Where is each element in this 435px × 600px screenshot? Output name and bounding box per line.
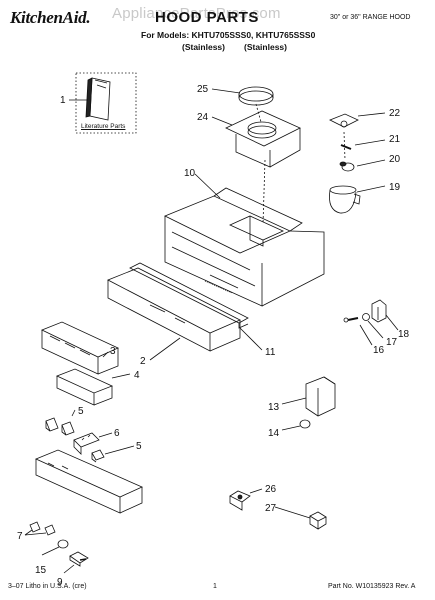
callout-label: 2	[140, 356, 146, 367]
screw-icon	[343, 317, 359, 323]
callout-label: 24	[197, 112, 209, 123]
range-note: 30" or 36" RANGE HOOD	[330, 14, 411, 21]
callout-label: 21	[389, 134, 401, 145]
socket-icon	[45, 417, 59, 432]
callout-label: 20	[389, 154, 401, 165]
switch-bracket-icon	[329, 113, 359, 128]
callout-label: 10	[184, 168, 196, 179]
callout-label: 9	[57, 577, 63, 588]
clip-icon	[29, 521, 41, 533]
bottom-panel-icon	[107, 267, 241, 352]
callout-label: 16	[373, 345, 385, 356]
variant-label-2: (Stainless)	[244, 42, 287, 52]
hood-body-icon	[164, 187, 325, 307]
trim-strip-icon	[129, 262, 249, 329]
watermark: AppliancePartsPros.com	[112, 5, 281, 22]
brand-logo: KitchenAid.	[10, 8, 91, 27]
switch-icon	[73, 432, 100, 455]
control-housing-icon	[34, 449, 143, 514]
callout-label: 4	[134, 370, 140, 381]
nut-icon	[299, 419, 311, 429]
callout-label: 17	[386, 337, 398, 348]
callout-label: 7	[17, 531, 23, 542]
screw-icon	[340, 144, 352, 150]
footer-page-number: 1	[213, 583, 217, 590]
callout-label: 25	[197, 84, 209, 95]
clamp-icon	[329, 185, 361, 214]
washer-icon	[362, 313, 370, 321]
clip-icon	[44, 524, 56, 536]
variant-label-1: (Stainless)	[182, 42, 225, 52]
bracket-icon	[371, 299, 387, 323]
filter-icon	[55, 368, 114, 406]
footer-part-number: Part No. W10135923 Rev. A	[328, 583, 416, 590]
page-title: HOOD PARTS	[155, 9, 259, 26]
junction-cover-icon	[305, 376, 336, 417]
light-lens-icon	[41, 321, 119, 375]
literature-parts-icon	[75, 72, 137, 134]
callout-label: 3	[110, 346, 116, 357]
socket-icon	[91, 449, 105, 463]
callout-label: 13	[268, 402, 280, 413]
knob-icon	[57, 539, 69, 549]
callout-label: 6	[114, 428, 120, 439]
socket-icon	[61, 421, 75, 436]
damper-icon	[238, 86, 274, 106]
callout-label: 19	[389, 182, 401, 193]
callout-label: 14	[268, 428, 280, 439]
callout-label: 26	[265, 484, 277, 495]
callout-label: 11	[265, 347, 276, 358]
callout-label: 18	[398, 329, 410, 340]
footer-litho: 3–07 Litho in U.S.A. (cre)	[8, 583, 87, 590]
grommet-icon	[339, 161, 355, 172]
transition-plate-icon	[225, 110, 301, 168]
callout-label: 27	[265, 503, 277, 514]
lamp-icon	[69, 551, 89, 567]
callout-label: 5	[136, 441, 142, 452]
callout-label: 5	[78, 406, 84, 417]
callout-label: 22	[389, 108, 401, 119]
fan-clip-icon	[229, 490, 251, 511]
rocker-switch-icon	[309, 511, 327, 530]
callout-label: 1	[60, 95, 66, 106]
literature-parts-label: Literature Parts	[81, 123, 126, 130]
models-line: For Models: KHTU705SSS0, KHTU765SSS0	[141, 30, 316, 40]
callout-label: 15	[35, 565, 47, 576]
